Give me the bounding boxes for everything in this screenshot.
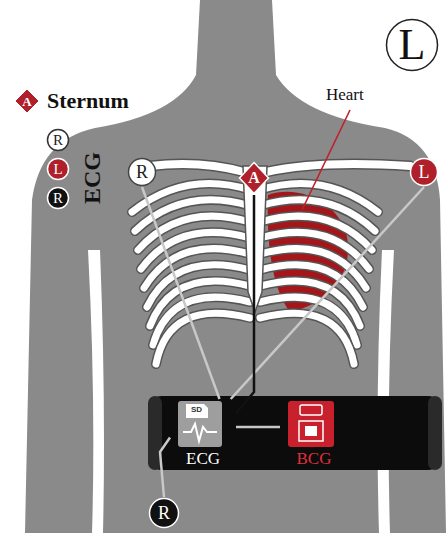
belt-end (428, 396, 442, 470)
electrode-wire (236, 195, 254, 413)
legend-electrode: R (46, 128, 70, 152)
ecg-device: ECG SD (170, 399, 236, 469)
side-marker: L (385, 18, 439, 72)
belt-end (148, 396, 162, 470)
legend-diamond: A (14, 88, 40, 114)
electrode-letter: L (399, 23, 426, 67)
clavicle (150, 164, 244, 172)
body-silhouette (25, 0, 446, 533)
device-label: BCG (280, 450, 348, 467)
electrode-wire (231, 187, 424, 399)
arm-gap (88, 250, 104, 533)
device-label: ECG (170, 450, 236, 467)
clavicle (266, 164, 410, 172)
electrode-letter: A (248, 170, 260, 186)
electrode-letter: R (53, 191, 63, 206)
ribs-right (260, 184, 378, 364)
clavicle (266, 164, 410, 172)
ribs-left (132, 184, 250, 364)
belt (148, 396, 442, 470)
sternum-legend: A Sternum (14, 88, 129, 114)
ecg-electrode: R (148, 497, 180, 529)
legend-electrode: L (46, 157, 70, 181)
ecg-electrode: L (409, 157, 439, 187)
sternum-electrode: A (238, 161, 270, 195)
arm-gap (378, 250, 394, 533)
ecg-electrode: R (127, 157, 157, 187)
electrode-letter: L (419, 163, 430, 181)
clavicle (150, 164, 244, 172)
rib (156, 313, 250, 364)
electrode-letter: R (136, 163, 148, 181)
electrode-letter: L (53, 162, 62, 177)
legend-text: Sternum (47, 90, 129, 112)
bcg-device: BCG (280, 399, 348, 469)
legend-electrode: R (46, 186, 70, 210)
electrode-wire (160, 438, 170, 498)
rib (260, 313, 354, 364)
legend-letter: A (22, 95, 31, 108)
rib (260, 313, 354, 364)
rib (156, 313, 250, 364)
bcg-icon (280, 399, 342, 449)
electrode-wire (236, 426, 280, 429)
electrode-letter: R (158, 504, 170, 522)
heart-label: Heart (326, 86, 364, 103)
electrode-letter: R (53, 133, 63, 148)
ecg-heading: ECG (80, 152, 104, 204)
heart-leader (302, 110, 350, 210)
sd-card-label: SD (191, 406, 202, 414)
electrode-wire (142, 187, 220, 399)
